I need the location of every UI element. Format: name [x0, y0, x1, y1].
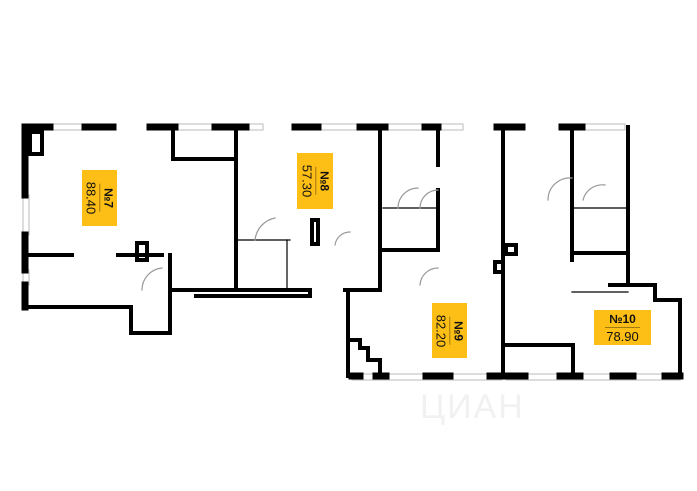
unit-area: 88.40 [83, 181, 99, 215]
unit-area: 78.90 [606, 328, 639, 344]
unit-label-7[interactable]: №7 88.40 [82, 170, 117, 226]
unit-label-10[interactable]: №10 78.90 [594, 310, 651, 345]
unit-label-9[interactable]: №9 82.20 [432, 303, 467, 358]
unit-number: №7 [99, 183, 116, 213]
unit-area: 82.20 [433, 314, 449, 347]
walls [21, 123, 684, 380]
unit-number: №8 [314, 166, 331, 196]
unit-number: №10 [605, 312, 640, 328]
watermark: ЦИАН [420, 388, 525, 426]
unit-area: 57.30 [298, 164, 314, 198]
unit-label-8[interactable]: №8 57.30 [297, 153, 333, 209]
unit-number: №9 [449, 316, 466, 345]
